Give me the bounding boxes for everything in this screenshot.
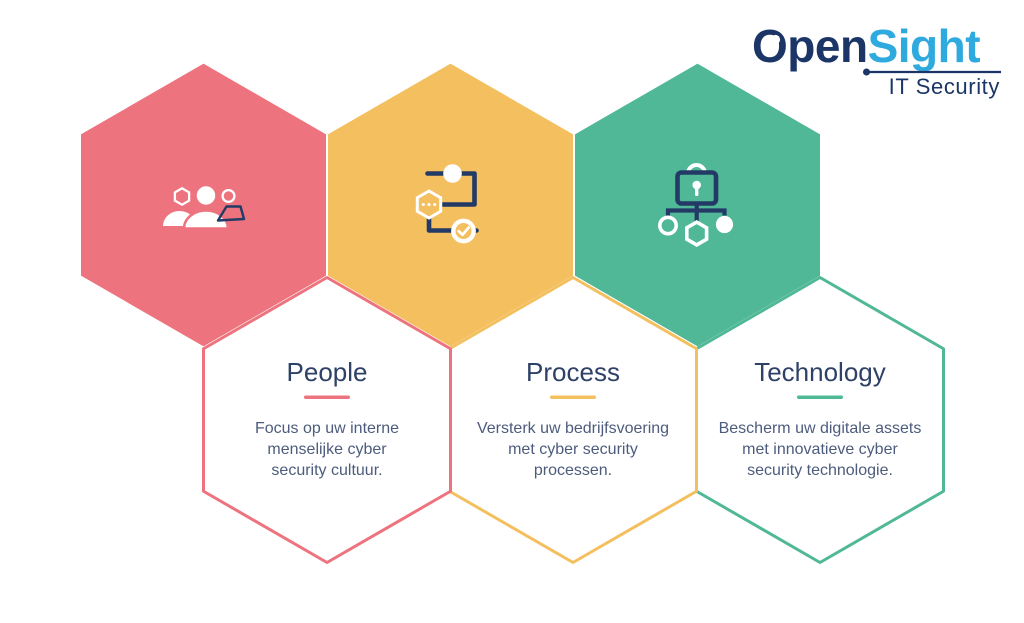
people-title: People [287, 357, 368, 387]
hexagon-people-card [202, 276, 452, 564]
network-connector-branch [665, 208, 727, 217]
people-description-line: menselijke cyber [267, 441, 387, 458]
process-description-line: met cyber security [508, 441, 638, 458]
people-description-line: Focus op uw interne [255, 420, 399, 437]
opensight-logo: OpenSight IT Security [752, 20, 1001, 99]
technology-lock-icon [657, 163, 734, 247]
network-node-circle-filled [715, 215, 734, 234]
flow-node-dot [443, 164, 462, 183]
process-description-line: processen. [534, 462, 612, 479]
hexagon-dot [427, 202, 431, 207]
keyhole [692, 180, 701, 190]
process-title: Process [526, 357, 620, 387]
technology-divider [797, 395, 843, 399]
hexagon-dot [433, 202, 437, 207]
logo-eye-dot [770, 34, 781, 45]
people-card-content: People Focus op uw interne menselijke cy… [255, 357, 399, 479]
process-card-content: Process Versterk uw bedrijfsvoering met … [477, 357, 669, 479]
technology-card-content: Technology Bescherm uw digitale assets m… [719, 357, 922, 479]
network-node-hexagon [684, 220, 709, 247]
person-circle-head [221, 188, 236, 204]
technology-description-line: Bescherm uw digitale assets [719, 420, 922, 437]
hexagon-dot [421, 202, 425, 207]
keyhole-stem [695, 186, 699, 196]
people-icon [163, 183, 246, 230]
technology-description-line: met innovatieve cyber [742, 441, 898, 458]
logo-word-open: Open [752, 20, 868, 72]
people-divider [304, 395, 350, 399]
person-main-head [194, 183, 218, 208]
network-node-circle-outline [657, 215, 678, 236]
checkmark-icon [457, 226, 470, 237]
technology-description-line: security technologie. [747, 462, 893, 479]
process-flow-icon [415, 164, 479, 244]
logo-tagline: IT Security [889, 74, 1000, 99]
person-main-body [182, 209, 230, 230]
flow-node-check-ring [451, 218, 476, 244]
logo-wordmark: OpenSight [752, 20, 980, 72]
technology-title: Technology [754, 357, 886, 387]
process-divider [550, 395, 596, 399]
process-description-line: Versterk uw bedrijfsvoering [477, 420, 669, 437]
logo-word-sight: Sight [868, 20, 981, 72]
person-hexagon-head [173, 186, 191, 207]
people-description-line: security cultuur. [271, 462, 382, 479]
person-outline-body [216, 205, 246, 222]
